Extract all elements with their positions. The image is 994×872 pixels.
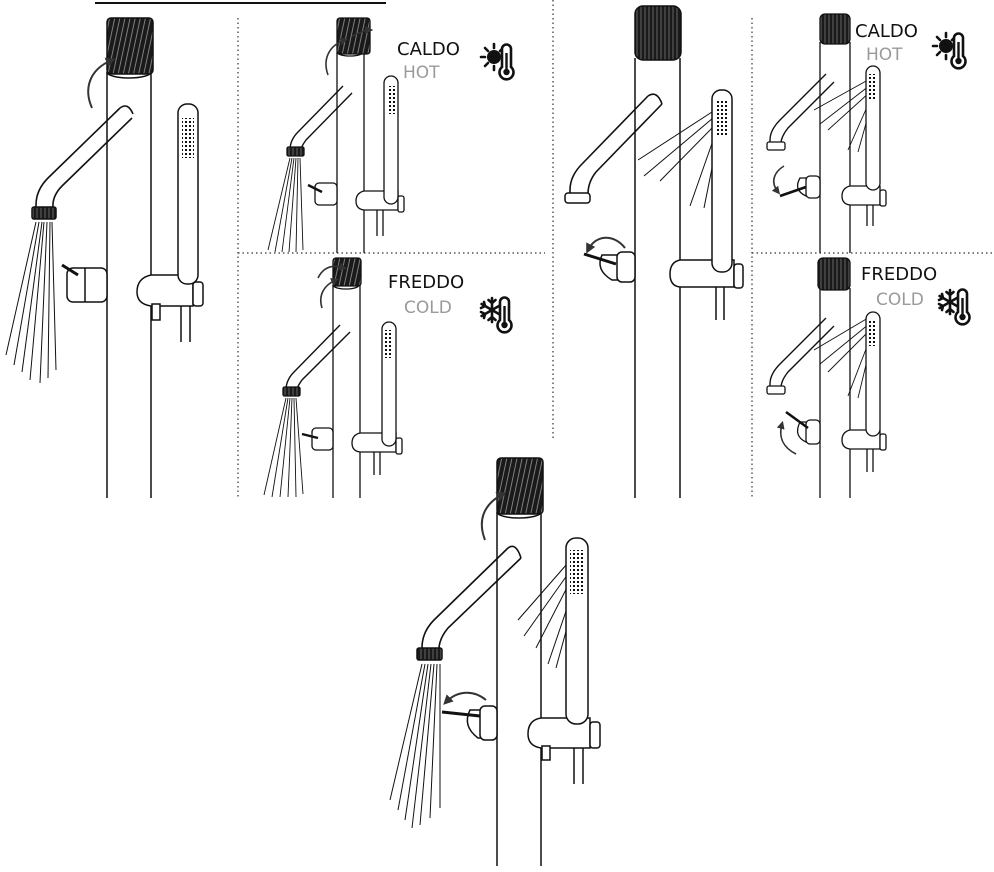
label-hot-en: HOT (866, 45, 903, 65)
control-knob (820, 14, 850, 44)
label-hot-it: CALDO (397, 39, 460, 60)
snowflake-thermometer-icon (481, 298, 512, 333)
panel-cold-lever (767, 258, 886, 498)
label-cold-it: FREDDO (861, 264, 937, 285)
label-hot-en: HOT (403, 63, 440, 83)
panel-cold-knob (264, 258, 402, 498)
cold-label-group-1: FREDDO COLD (388, 272, 512, 332)
snowflake-thermometer-icon (939, 290, 970, 325)
label-hot-it: CALDO (855, 21, 918, 42)
spout-aerator (32, 207, 56, 219)
sun-thermometer-icon (933, 33, 966, 68)
control-knob (818, 258, 850, 290)
control-knob (497, 458, 543, 514)
hot-label-group-1: CALDO HOT (397, 39, 514, 83)
panel-lever-hand-shower (565, 6, 743, 498)
control-knob (107, 18, 153, 74)
water-stream (6, 222, 56, 383)
label-cold-en: COLD (404, 298, 452, 318)
panel-knob-rotation (6, 18, 203, 498)
control-knob (333, 258, 361, 286)
hot-label-group-2: CALDO HOT (855, 21, 966, 68)
label-cold-en: COLD (876, 290, 924, 310)
panel-knob-and-lever (390, 458, 600, 866)
sun-thermometer-icon (481, 44, 514, 79)
control-knob (635, 6, 681, 60)
panel-hot-knob (268, 18, 404, 253)
label-cold-it: FREDDO (388, 272, 464, 293)
